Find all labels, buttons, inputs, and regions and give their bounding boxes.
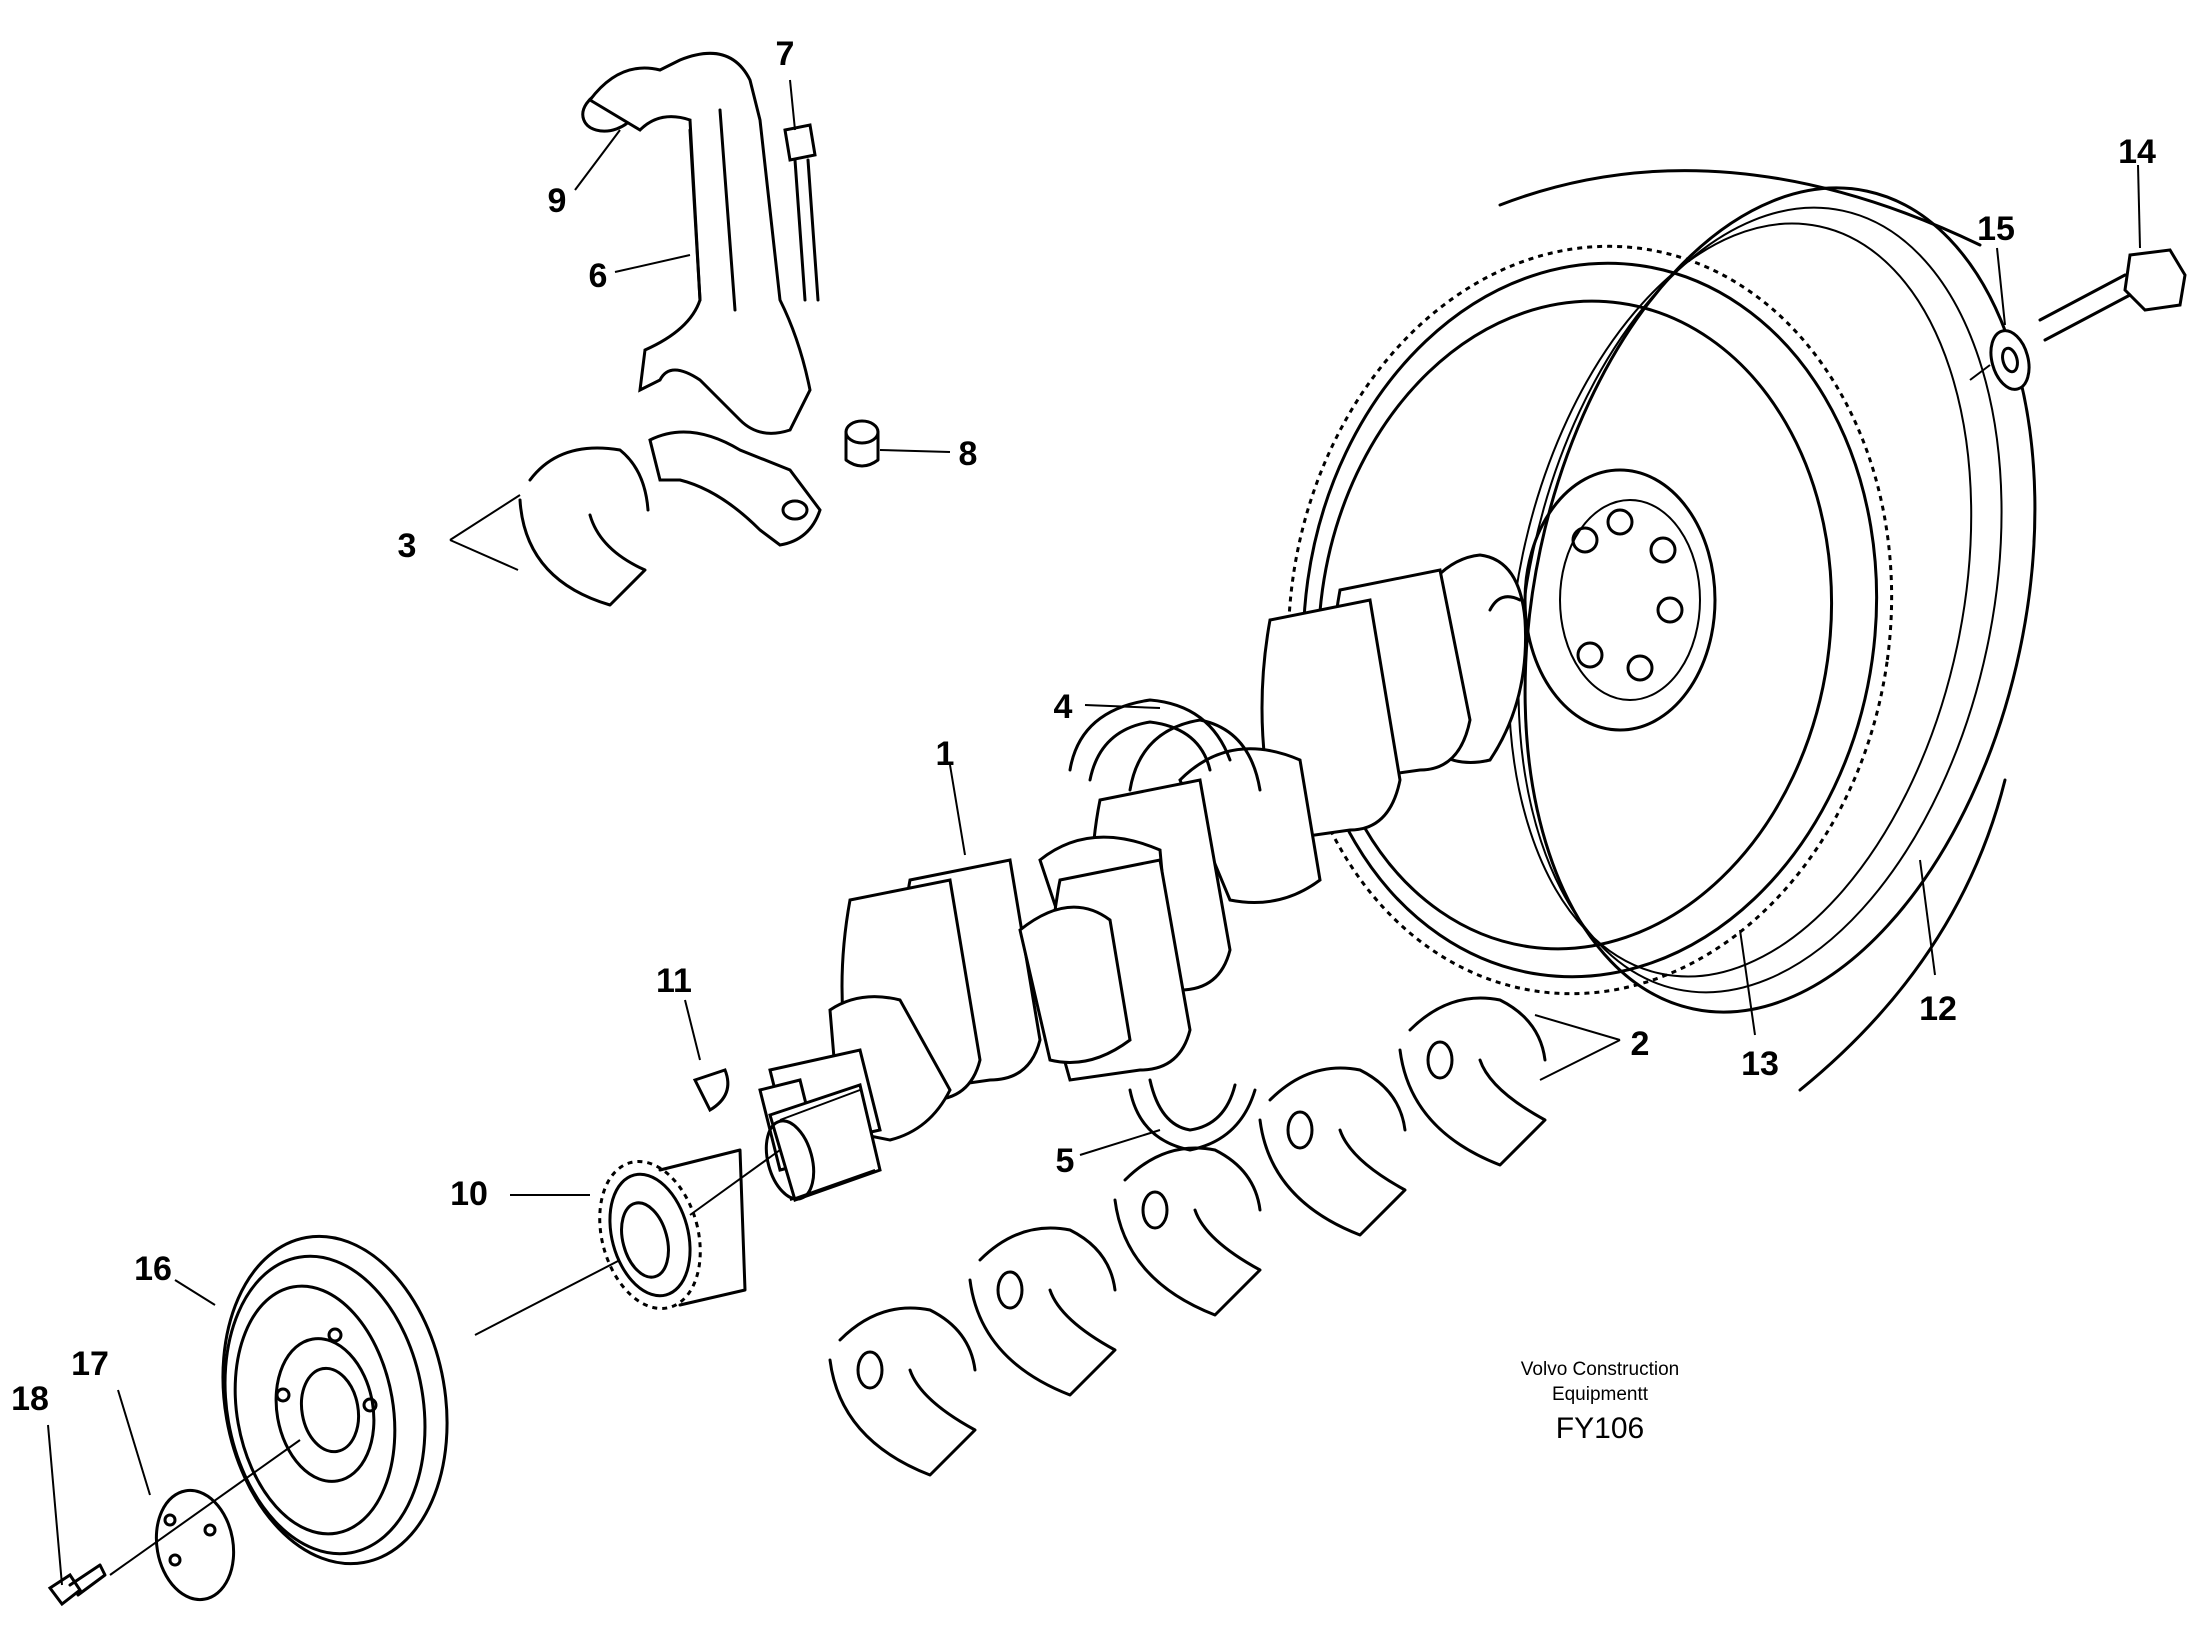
callout-9: 9: [548, 182, 567, 220]
callout-5: 5: [1056, 1142, 1075, 1180]
main-bearing-shell: [968, 1226, 1117, 1397]
callout-3: 3: [398, 527, 417, 565]
main-bearing-shell: [828, 1306, 977, 1477]
callout-4: 4: [1054, 688, 1073, 726]
caption-company: Volvo Construction: [1521, 1359, 1679, 1380]
thrust-washer-upper: [1068, 698, 1262, 792]
assembly-axis: [109, 364, 1991, 1576]
main-bearing-shell: [1398, 996, 1547, 1167]
callout-16: 16: [134, 1250, 172, 1288]
drawing-caption: Volvo Construction Equipmentt FY106: [1521, 1359, 1679, 1445]
connecting-rod: [581, 51, 822, 547]
callout-12: 12: [1919, 990, 1957, 1028]
main-bearing-shells: [828, 996, 1547, 1477]
rod-sleeve: [844, 419, 880, 468]
main-bearing-shell: [1113, 1146, 1262, 1317]
crank-nose: [764, 1083, 882, 1202]
crankshaft: [758, 553, 1528, 1172]
main-bearing-shell: [1258, 1066, 1407, 1237]
caption-drawing-code: FY106: [1556, 1412, 1644, 1445]
callout-1: 1: [936, 735, 955, 773]
flywheel-washer: [1989, 329, 2031, 391]
callout-14: 14: [2118, 133, 2156, 171]
callout-10: 10: [450, 1175, 488, 1213]
ring-gear: [1286, 244, 1894, 996]
woodruff-key: [692, 1068, 730, 1113]
callout-11: 11: [656, 962, 692, 1000]
flywheel-bolt: [2038, 248, 2187, 342]
callout-labels: 1 2 3 4 5 6 7 8 9 10 11 12 13 14 15 16 1…: [11, 35, 2156, 1418]
caption-division: Equipmentt: [1552, 1384, 1649, 1405]
callout-18: 18: [11, 1380, 49, 1418]
callout-6: 6: [589, 257, 608, 295]
leader-lines: [47, 129, 2141, 1586]
callout-7: 7: [776, 35, 795, 73]
damper-bolt: [47, 1563, 107, 1607]
crank-gear: [598, 1148, 747, 1311]
vibration-damper: [221, 1234, 449, 1566]
callout-17: 17: [71, 1345, 109, 1383]
washer-plate: [154, 1488, 236, 1602]
rod-bolt: [783, 79, 820, 302]
thrust-washer-lower: [1128, 1078, 1257, 1152]
callout-13: 13: [1741, 1045, 1779, 1083]
callout-15: 15: [1977, 210, 2015, 248]
callout-8: 8: [959, 435, 978, 473]
rod-bearing-shells: [518, 446, 650, 607]
callout-2: 2: [1631, 1025, 1650, 1063]
